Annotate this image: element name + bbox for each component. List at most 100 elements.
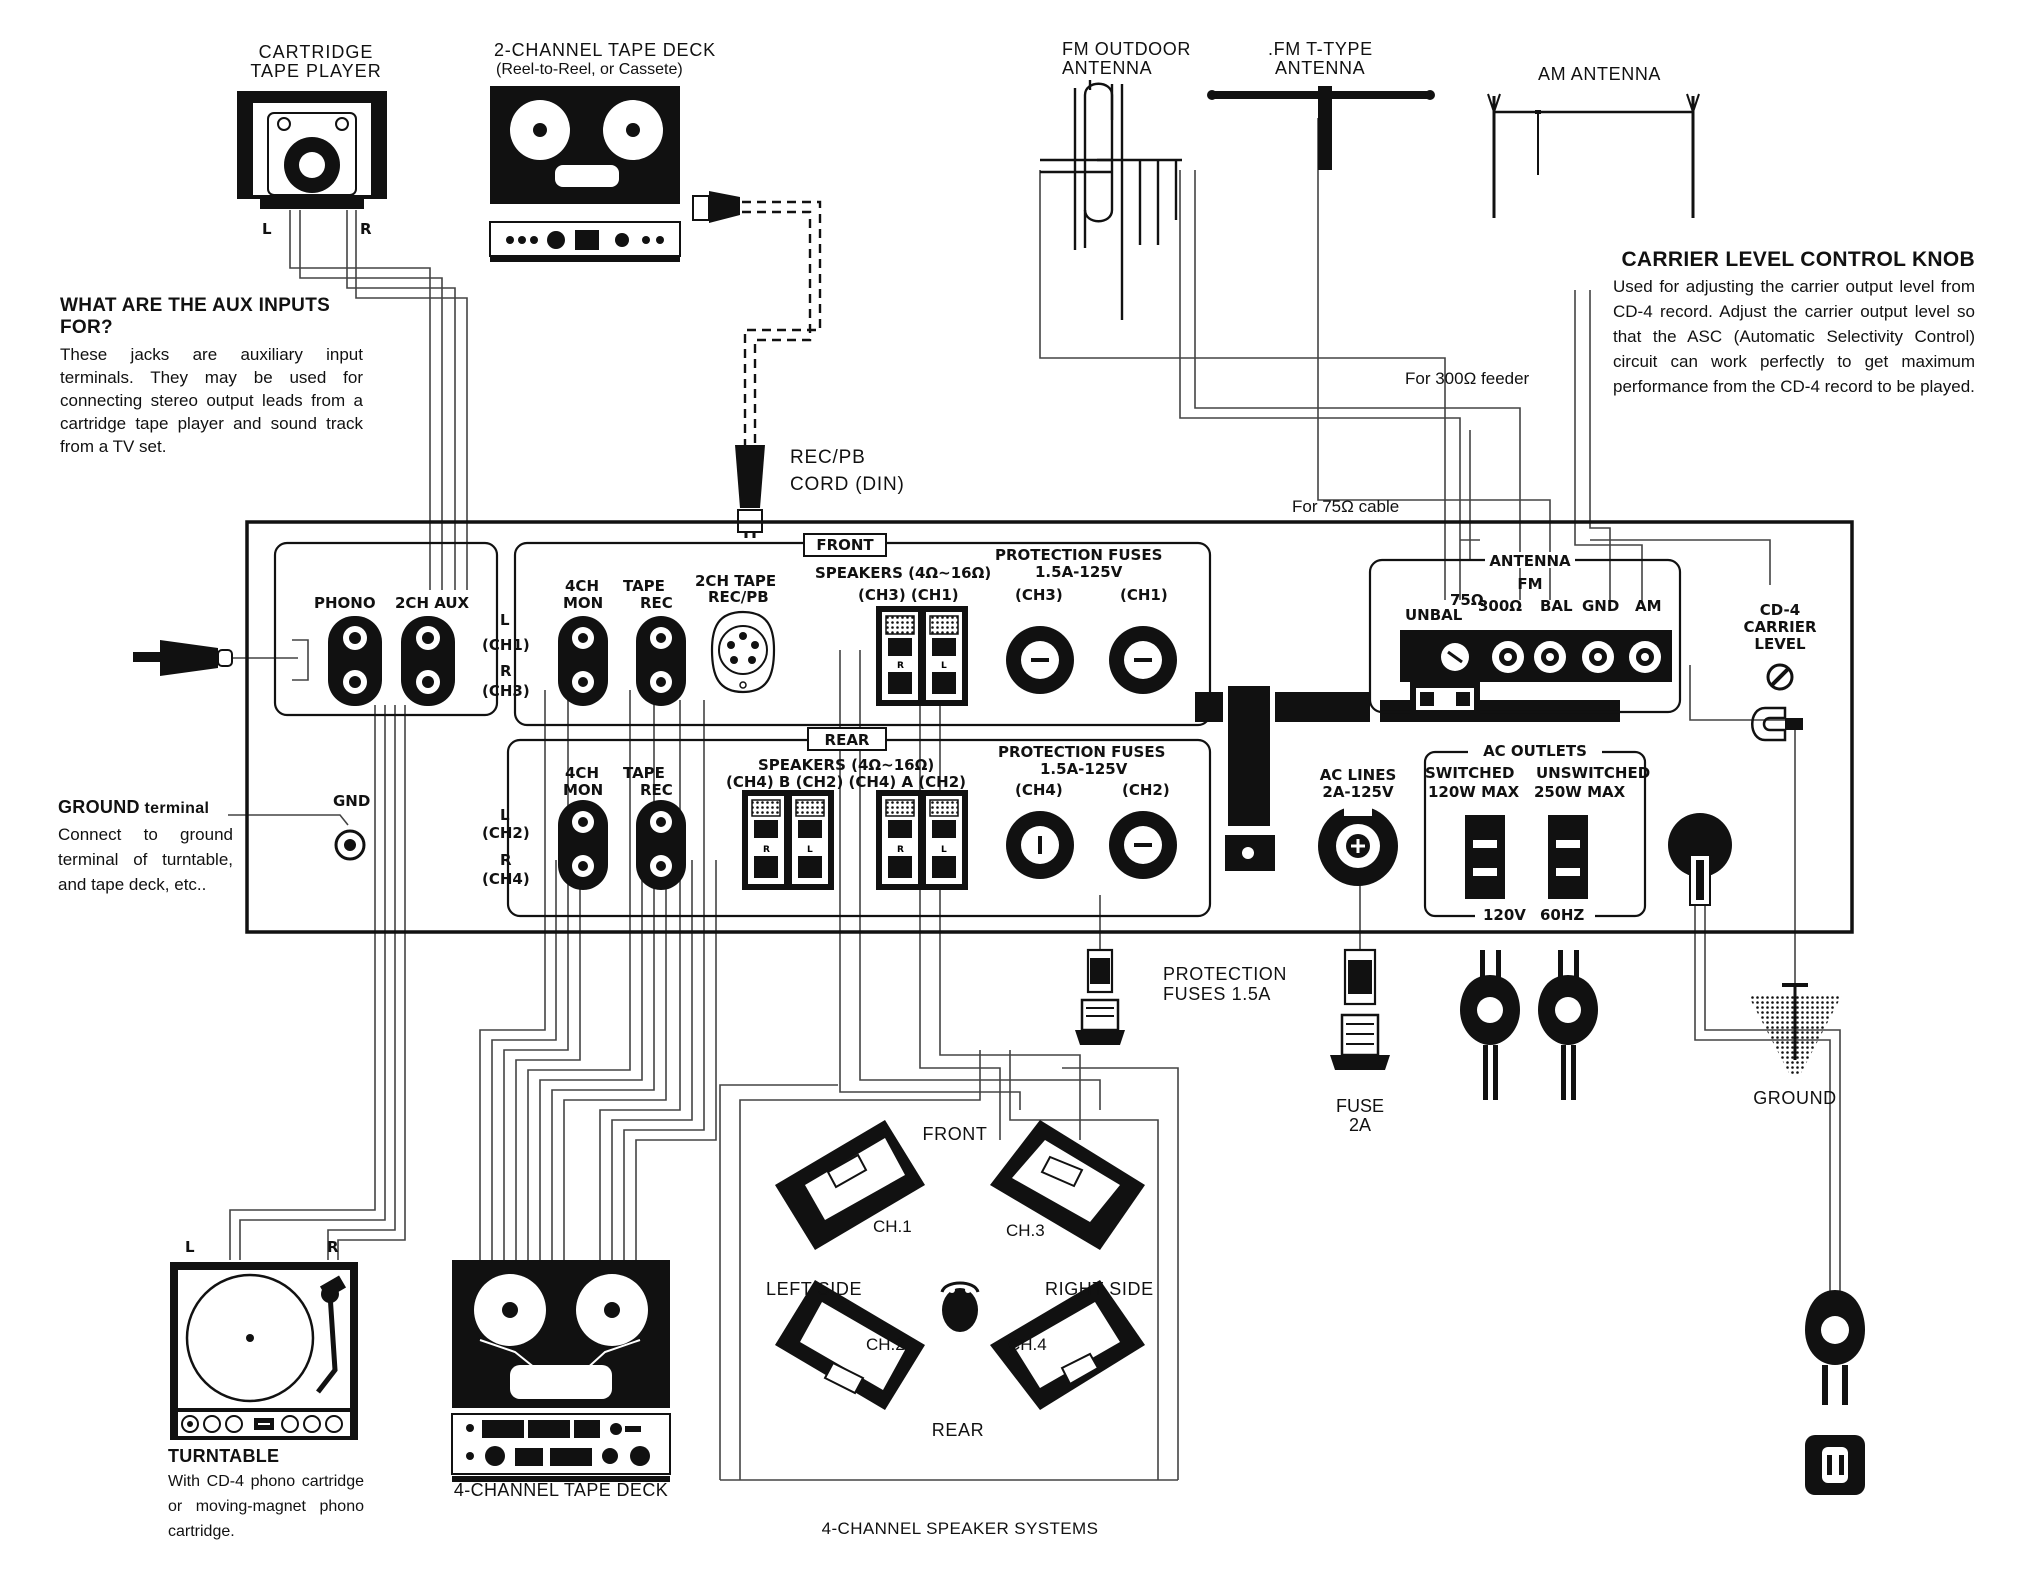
rear-rec-jacks[interactable]	[636, 800, 686, 890]
rear-speakers-label: SPEAKERS (4Ω~16Ω)	[758, 756, 934, 774]
rear-fuse-ch2[interactable]	[1109, 811, 1177, 879]
listener-icon	[940, 1281, 980, 1332]
cartridge-label-2: TAPE PLAYER	[250, 61, 381, 81]
ac-cord-grommet	[1668, 813, 1732, 906]
switched-outlet[interactable]	[1465, 815, 1505, 899]
front-box-tag	[803, 533, 887, 557]
carrier-note-body: Used for adjusting the carrier output le…	[1613, 277, 1975, 396]
unbal-75-label-1: 75Ω	[1450, 591, 1484, 609]
rear-fuse-ch2-label: (CH2)	[1122, 781, 1170, 799]
rear-fuses-label-1: PROTECTION FUSES	[998, 743, 1165, 761]
svg-text:R: R	[763, 845, 770, 855]
fm-label: FM	[1517, 575, 1542, 593]
fuse-2a-spare	[1330, 948, 1390, 1070]
speaker-ch2	[775, 1280, 925, 1410]
phono-label: PHONO	[314, 594, 376, 612]
am-antenna-label: AM ANTENNA	[1538, 64, 1661, 84]
front-mon-label-2: MON	[563, 594, 603, 612]
front-speakers-label: SPEAKERS (4Ω~16Ω)	[815, 564, 991, 582]
din-plug-top	[692, 191, 740, 223]
phono-jacks[interactable]	[328, 616, 382, 706]
cartridge-l-label: L	[262, 220, 272, 238]
svg-text:R: R	[897, 845, 904, 855]
cartridge-r-label: R	[360, 220, 372, 238]
aux-2ch-label: 2CH AUX	[395, 594, 470, 612]
protection-fuse-spare	[1075, 948, 1125, 1045]
ac-outlets-label: AC OUTLETS	[1483, 742, 1587, 760]
front-rec-jacks[interactable]	[636, 616, 686, 706]
ohm-300-label: 300Ω	[1478, 597, 1522, 615]
am-antenna	[1487, 93, 1700, 218]
aux-inputs-note: WHAT ARE THE AUX INPUTS FOR? These jacks…	[60, 295, 363, 458]
turntable-note-body: With CD-4 phono cartridge or moving-magn…	[168, 1473, 364, 1540]
front-speakers-ch-label: (CH3) (CH1)	[858, 586, 959, 604]
rear-box-label: REAR	[825, 731, 870, 749]
rear-fuse-ch4[interactable]	[1006, 811, 1074, 879]
gnd-terminal[interactable]	[334, 829, 366, 861]
rear-mon-label-1: 4CH	[565, 764, 599, 782]
carrier-level-note: CARRIER LEVEL CONTROL KNOB Used for adju…	[1585, 248, 1975, 399]
wall-plug	[1805, 1290, 1865, 1405]
aux-jacks[interactable]	[401, 616, 455, 706]
tape-deck-4ch	[451, 1260, 671, 1482]
speaker-ch4	[990, 1280, 1145, 1410]
panel-bracket	[1195, 686, 1620, 871]
cartridge-tape-player	[237, 91, 387, 209]
front-fuse-ch3-label: (CH3)	[1015, 586, 1063, 604]
ac-line-fuse[interactable]	[1318, 806, 1398, 886]
fuse-2a-label-2: 2A	[1349, 1115, 1371, 1135]
aux-note-body: These jacks are auxiliary input terminal…	[60, 345, 363, 456]
fm-outdoor-label-1: FM OUTDOOR	[1062, 39, 1191, 59]
rear-box-tag	[807, 727, 887, 751]
unswitched-outlet[interactable]	[1548, 815, 1588, 899]
din-plug-panel	[735, 445, 765, 538]
switched-label: SWITCHED	[1425, 764, 1514, 782]
antenna-terminal-strip[interactable]	[1400, 630, 1672, 716]
rear-speakers-ch-label: (CH4) B (CH2) (CH4) A (CH2)	[726, 773, 966, 791]
rear-mon-label-2: MON	[563, 781, 603, 799]
speaker-ch1-label: CH.1	[873, 1217, 912, 1236]
turntable-r-label: R	[327, 1238, 339, 1256]
am-label: AM	[1635, 597, 1662, 615]
rear-speaker-terminals-a[interactable]: R L	[876, 790, 968, 890]
cd4-label-2: CARRIER	[1743, 618, 1817, 636]
carrier-level-knob[interactable]	[1766, 663, 1794, 691]
cable-75-label: For 75Ω cable	[1292, 497, 1399, 516]
front-fuse-ch3[interactable]	[1006, 626, 1074, 694]
speaker-right-side-label: RIGHT SIDE	[1045, 1279, 1154, 1299]
bal-label: BAL	[1540, 597, 1573, 615]
front-mon-jacks[interactable]	[558, 616, 608, 706]
turntable	[170, 1262, 358, 1440]
aux-note-title: WHAT ARE THE AUX INPUTS FOR?	[60, 295, 331, 338]
rear-r-label: R	[500, 851, 512, 869]
front-mon-label-1: 4CH	[565, 577, 599, 595]
rear-mon-jacks[interactable]	[558, 800, 608, 890]
front-fuses-label-2: 1.5A-125V	[1035, 563, 1123, 581]
rear-ch4-label: (CH4)	[482, 870, 530, 888]
front-fuse-ch1[interactable]	[1109, 626, 1177, 694]
rear-speaker-terminals-b[interactable]: R L	[742, 790, 834, 890]
max-250-label: 250W MAX	[1534, 783, 1626, 801]
rear-ch2-label: (CH2)	[482, 824, 530, 842]
tape-deck-2ch	[489, 86, 681, 262]
ac-plug-unswitched	[1538, 950, 1598, 1100]
ground-note-title: GROUND	[58, 797, 140, 817]
front-rec-label-2: REC	[640, 594, 673, 612]
speaker-ch3-label: CH.3	[1006, 1221, 1045, 1240]
ground-stake	[1748, 983, 1842, 1075]
front-speaker-terminals[interactable]: R L	[876, 606, 968, 706]
ant-gnd-label: GND	[1582, 597, 1619, 615]
v120-label: 120V	[1483, 906, 1526, 924]
connection-wires	[222, 118, 1841, 1481]
speaker-ch1	[775, 1120, 925, 1250]
antenna-tag-bg	[1485, 552, 1575, 568]
unswitched-label: UNSWITCHED	[1536, 764, 1650, 782]
turntable-note: TURNTABLE With CD-4 phono cartridge or m…	[168, 1446, 364, 1544]
speaker-ch4-label: CH.4	[1008, 1335, 1047, 1354]
recpb-cord-dashed	[742, 200, 822, 445]
hz60-label: 60HZ	[1540, 906, 1584, 924]
din-socket[interactable]	[710, 610, 776, 694]
front-ch3-label: (CH3)	[482, 682, 530, 700]
speaker-left-side-label: LEFT SIDE	[766, 1279, 862, 1299]
tape-deck-4ch-label: 4-CHANNEL TAPE DECK	[454, 1480, 668, 1500]
